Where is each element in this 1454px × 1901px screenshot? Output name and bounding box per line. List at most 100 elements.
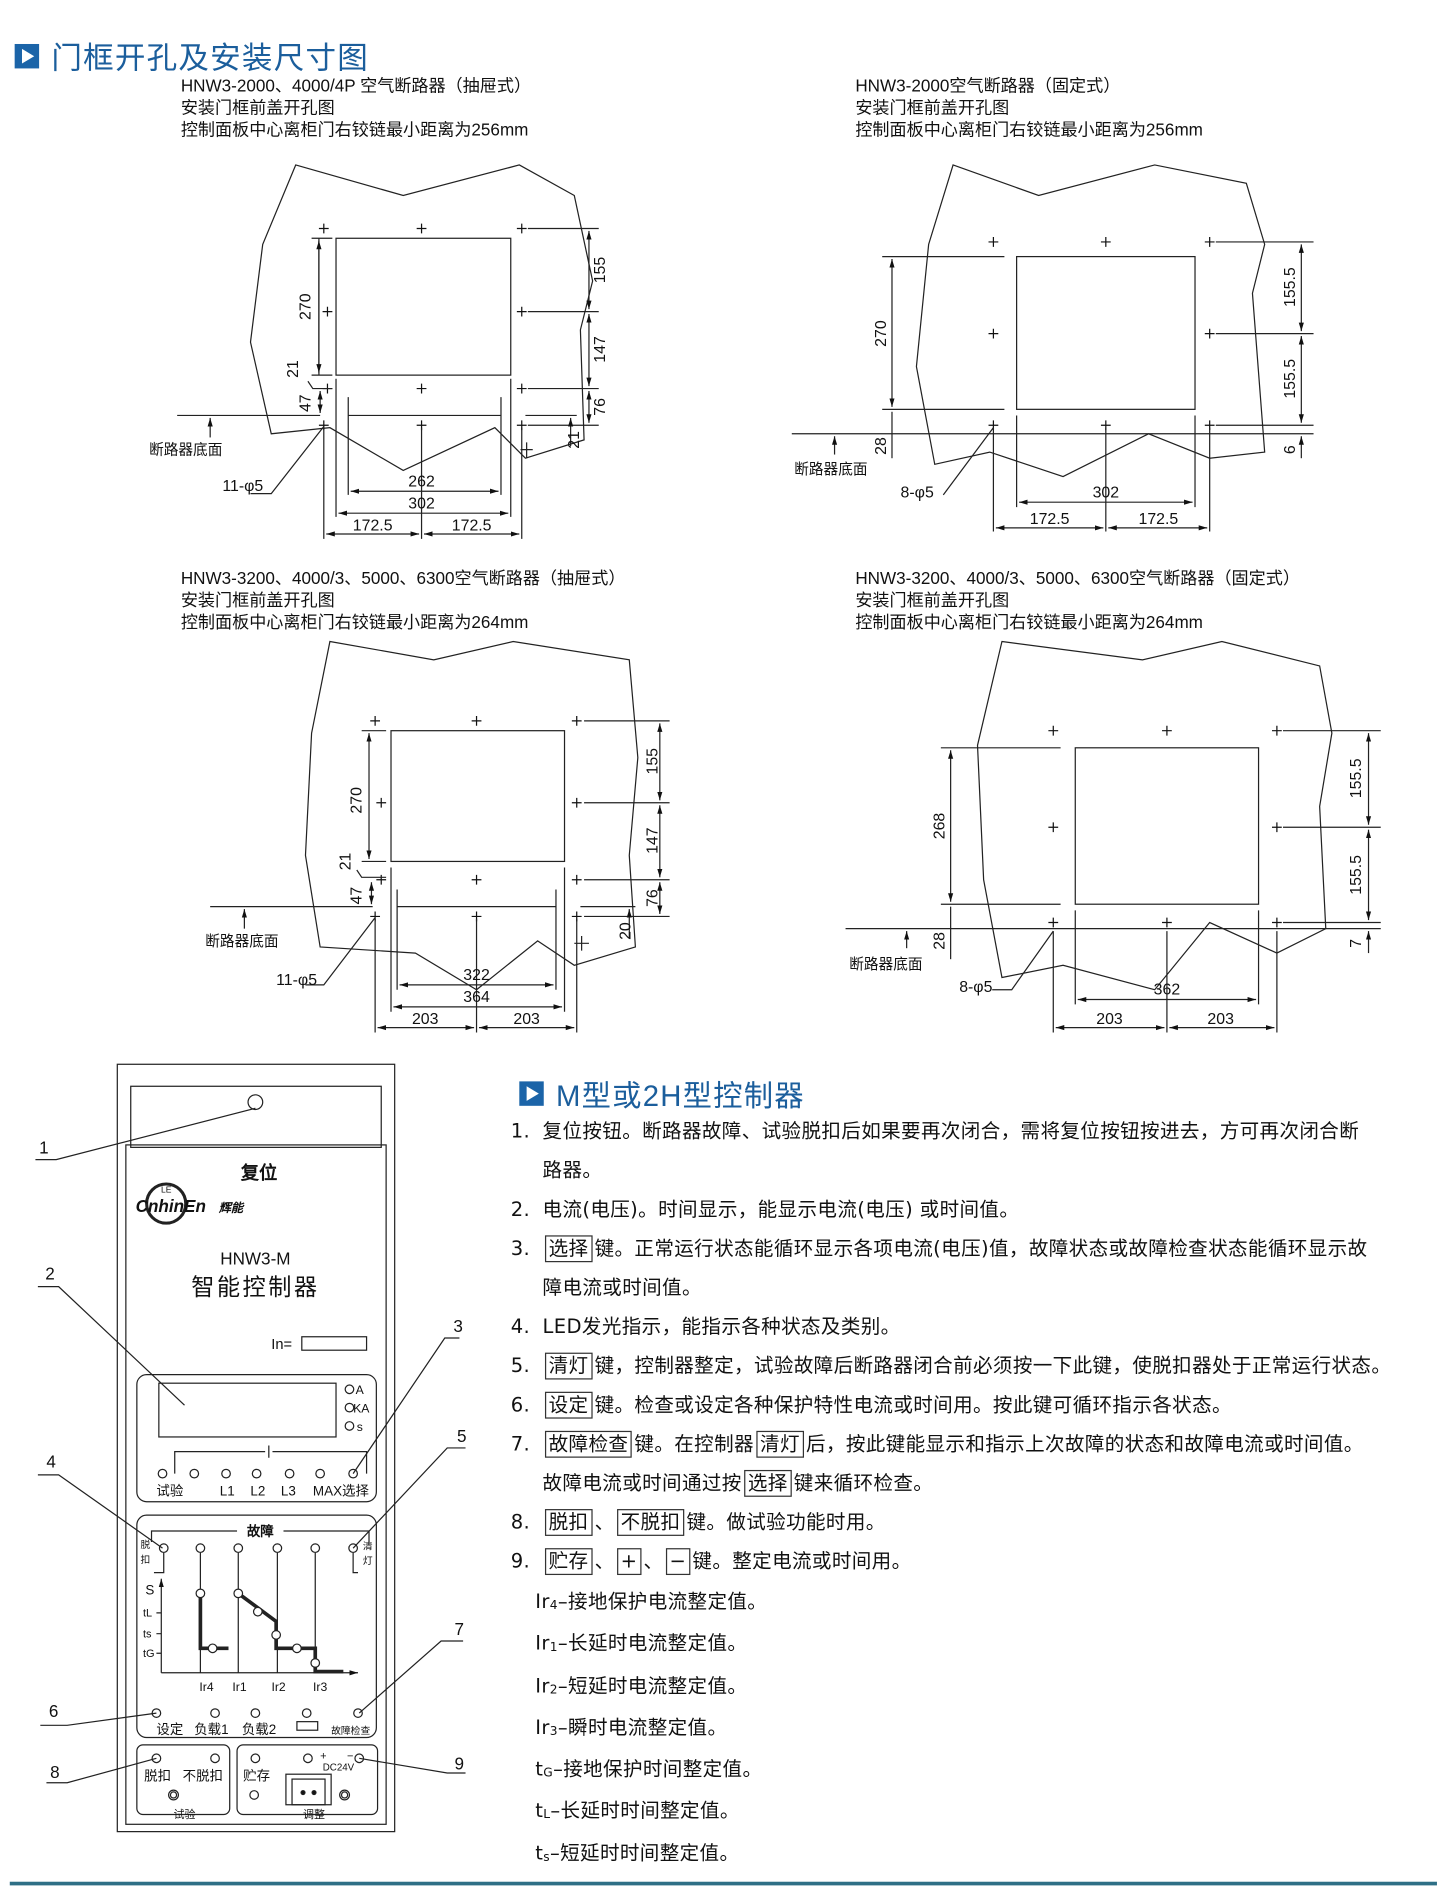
x-tick-ir3: Ir3: [313, 1680, 327, 1694]
trip-label: 扣: [141, 1553, 151, 1566]
store-button-label: 贮存: [243, 1768, 270, 1783]
dim-left-offset: 28: [932, 932, 949, 950]
drawing-2-note: 控制面板中心离柜门右铰链最小距离为256mm: [855, 121, 1203, 140]
drawing-2-subtitle: 安装门框前盖开孔图: [855, 99, 1009, 118]
mounting-holes: [318, 222, 528, 431]
section-title-text: 门框开孔及安装尺寸图: [51, 41, 370, 76]
symbol-subscript: G: [543, 1767, 554, 1781]
adjust-group-title: 调整: [303, 1807, 325, 1821]
plus-label: +: [320, 1751, 326, 1763]
unit-a: A: [356, 1383, 365, 1397]
symbol-subscript: 4: [549, 1599, 558, 1613]
brand-logo-cn: 辉能: [219, 1201, 245, 1215]
dim-height: 268: [932, 813, 949, 840]
mounting-holes: [369, 715, 583, 922]
holes-label: 8-φ5: [901, 484, 934, 501]
door-outline: [304, 640, 639, 991]
base-label: 断路器底面: [149, 442, 222, 459]
dim-right-top: 155.5: [1282, 267, 1299, 307]
axis-y-label: S: [145, 1583, 154, 1598]
dim-right-top: 155: [592, 257, 609, 284]
dc24v-label: DC24V: [323, 1763, 355, 1774]
symbol-subscript: 1: [549, 1641, 558, 1655]
cutout-rect: [1016, 255, 1196, 410]
brand-logo: CnhinEn: [136, 1197, 206, 1216]
definition-text: –短延时电流整定值。: [557, 1673, 748, 1697]
base-label: 断路器底面: [205, 933, 278, 950]
definition: Ir3–瞬时电流整定值。: [511, 1707, 1440, 1749]
drawing-1-subtitle: 安装门框前盖开孔图: [181, 99, 335, 118]
x-tick-ir1: Ir1: [232, 1680, 246, 1694]
item-text: 键。正常运行状态能循环显示各项电流(电压)值，故障状态或故障检查状态能循环显示故: [594, 1236, 1368, 1260]
y-tick-ts: ts: [143, 1628, 152, 1640]
drawing-fixed-3200-6300: [845, 640, 1381, 1033]
section-title-dimensions: 门框开孔及安装尺寸图: [14, 34, 370, 78]
dim-half-left: 203: [1096, 1011, 1123, 1028]
symbol: t: [535, 1757, 544, 1781]
dim-outer-width: 302: [408, 495, 435, 512]
symbol: Ir: [535, 1715, 550, 1739]
led-label-l3: L3: [281, 1484, 296, 1499]
item-text: LED发光指示，能指示各种状态及类别。: [542, 1314, 901, 1338]
definition: ts–短延时时间整定值。: [511, 1833, 1440, 1875]
key-fault-check: 故障检查: [544, 1430, 632, 1458]
holes-label: 11-φ5: [276, 972, 317, 989]
callout-3: 3: [453, 1317, 463, 1336]
key-minus: −: [665, 1548, 690, 1576]
callout-6: 6: [49, 1702, 59, 1721]
x-tick-ir2: Ir2: [271, 1680, 285, 1694]
led-label-l1: L1: [220, 1484, 235, 1499]
dim-right-bot: 6: [1282, 445, 1299, 454]
rated-current-label: In=: [271, 1337, 292, 1353]
drawing-drawout-3200-6300: [210, 640, 670, 1033]
rated-current-box: [301, 1336, 368, 1351]
test-group: [136, 1744, 231, 1816]
dim-right-mid: 147: [592, 336, 609, 363]
dim-half-left: 172.5: [1030, 511, 1070, 528]
list-item: 2.电流(电压)。时间显示，能显示电流(电压) 或时间值。: [511, 1190, 1440, 1229]
drawing-1-note: 控制面板中心离柜门右铰链最小距离为256mm: [181, 121, 529, 140]
footer-divider: [9, 1881, 1437, 1886]
symbol-subscript: s: [543, 1850, 550, 1865]
dim-right-top: 155.5: [1348, 758, 1365, 798]
symbol: Ir: [535, 1673, 550, 1697]
drawing-3-title: HNW3-3200、4000/3、5000、6300空气断路器（抽屉式）: [181, 569, 626, 588]
dim-half-right: 203: [513, 1011, 540, 1028]
definition: tG–接地保护时间整定值。: [511, 1749, 1440, 1791]
definition: Ir2–短延时电流整定值。: [511, 1665, 1440, 1707]
separator: 、: [594, 1549, 615, 1573]
dim-left-offset: 28: [873, 437, 890, 455]
drawing-4-note: 控制面板中心离柜门右铰链最小距离为264mm: [855, 613, 1203, 632]
dim-half-left: 172.5: [353, 517, 393, 534]
symbol: t: [535, 1841, 544, 1865]
lcd-display: [158, 1382, 337, 1438]
symbol: t: [535, 1799, 544, 1823]
item-number: 4.: [510, 1314, 531, 1338]
dim-right-bot: 76: [592, 398, 609, 416]
callout-2: 2: [45, 1264, 55, 1283]
dim-height: 270: [349, 787, 366, 814]
mounting-holes: [1047, 725, 1283, 929]
minus-label: −: [347, 1751, 353, 1763]
dim-left-small: 21: [338, 852, 355, 870]
dim-right-mid: 147: [644, 827, 661, 854]
dim-left-small: 21: [285, 360, 302, 378]
key-trip: 脱扣: [544, 1509, 593, 1536]
key-select: 选择: [744, 1469, 792, 1497]
list-item: 7.故障检查键。在控制器清灯后，按此键能显示和指示上次故障的状态和故障电流或时间…: [511, 1425, 1440, 1464]
holes-label: 8-φ5: [959, 979, 992, 996]
holes-label: 11-φ5: [222, 478, 263, 495]
drawing-2-title: HNW3-2000空气断路器（固定式）: [855, 77, 1120, 96]
adjust-group: [236, 1744, 379, 1816]
cutout-rect: [390, 730, 566, 863]
list-item: 4. LED发光指示，能指示各种状态及类别。: [511, 1307, 1440, 1346]
led-label-test: 试验: [156, 1484, 183, 1499]
definition: tL–长延时时间整定值。: [511, 1791, 1440, 1833]
led-label-max-select: MAX选择: [313, 1484, 370, 1499]
item-text: 键，控制器整定，试验故障后断路器闭合前必须按一下此键，使脱扣器处于正常运行状态。: [594, 1353, 1392, 1378]
reset-button: [247, 1094, 264, 1111]
drawing-4-subtitle: 安装门框前盖开孔图: [855, 591, 1009, 610]
list-item: 3.选择键。正常运行状态能循环显示各项电流(电压)值，故障状态或故障检查状态能循…: [511, 1229, 1440, 1268]
callout-numbers: 1 2 3 4 5 6 7 8 9: [39, 1138, 466, 1781]
